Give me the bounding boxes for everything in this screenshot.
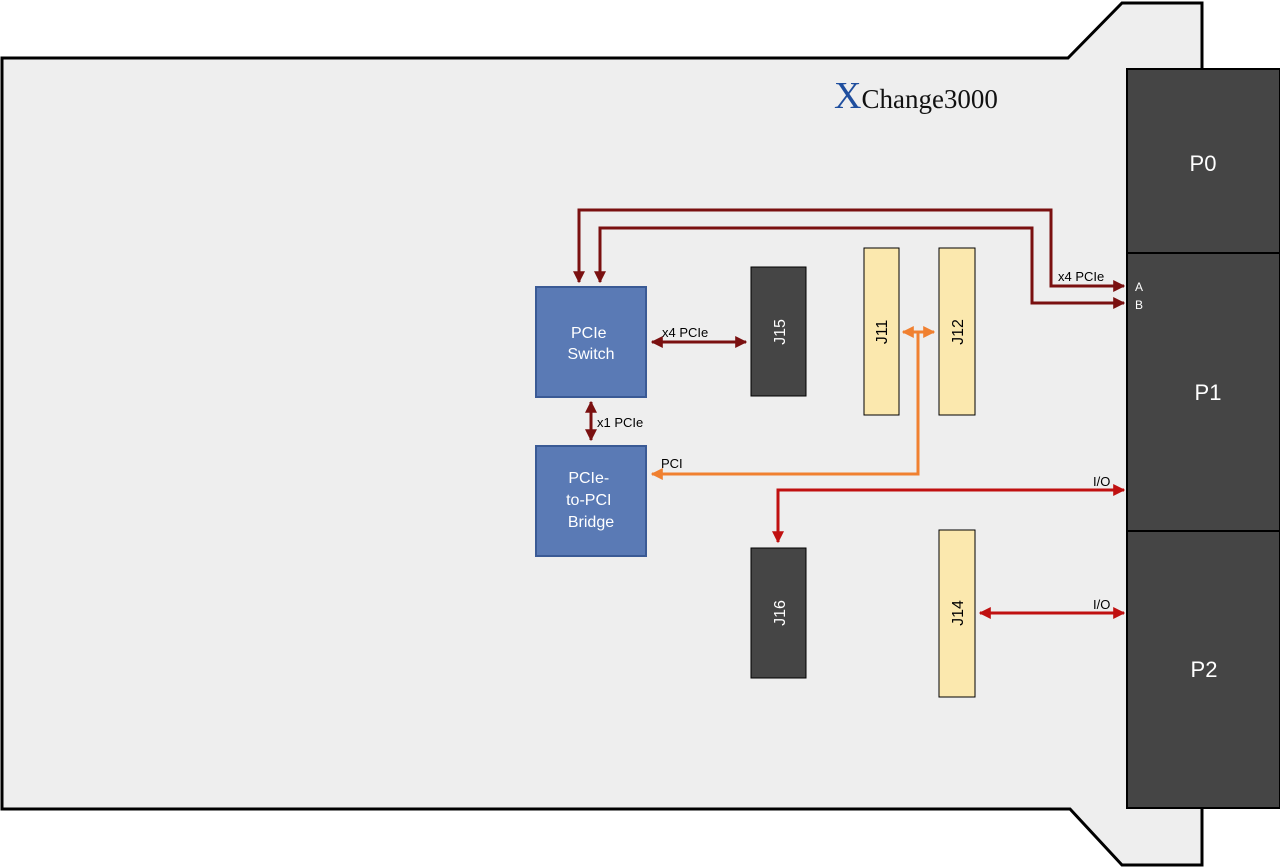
header-j14: J14 — [938, 529, 976, 698]
title-x-letter: X — [834, 75, 861, 117]
connector-p0-label: P0 — [1190, 151, 1217, 176]
connector-p0: P0 — [1126, 68, 1280, 254]
board-title: XChange3000 — [834, 75, 998, 117]
switch-label-line2: Switch — [567, 346, 614, 363]
io-p1-label: I/O — [1093, 474, 1110, 489]
j16-label: J16 — [772, 600, 789, 626]
header-j15: J15 — [750, 266, 807, 397]
pcie-to-pci-bridge-block: PCIe- to-PCI Bridge — [535, 445, 647, 557]
pcie-switch-block: PCIe Switch — [535, 286, 647, 398]
j11-label: J11 — [874, 320, 891, 345]
pin-b-label: B — [1135, 298, 1143, 312]
svg-text:PCIe Switch: PCIe Switch — [567, 325, 614, 363]
board-outline — [0, 1, 1204, 867]
pci-bus-link — [650, 332, 920, 480]
svg-text:PCIe- to-PCI Bridg: PCIe- to-PCI Bridge — [566, 470, 616, 531]
pin-a-label: A — [1135, 280, 1143, 294]
bridge-label-line1: PCIe- — [568, 470, 609, 487]
j12-label: J12 — [950, 319, 967, 345]
j14-label: J14 — [950, 600, 967, 626]
x1-pcie-label: x1 PCIe — [597, 415, 643, 430]
header-j11: J11 — [863, 247, 900, 416]
header-j12: J12 — [938, 247, 976, 416]
connector-p1: P1 — [1126, 252, 1280, 532]
j15-label: J15 — [772, 319, 789, 345]
bridge-label-line2: to-PCI — [566, 492, 611, 509]
header-j16: J16 — [750, 547, 807, 679]
connector-p2-label: P2 — [1191, 657, 1218, 682]
x4-pcie-top-label: x4 PCIe — [1058, 269, 1104, 284]
x4-pcie-switch-label: x4 PCIe — [662, 325, 708, 340]
connector-p1-label: P1 — [1195, 380, 1222, 405]
title-suffix: Change3000 — [861, 84, 997, 114]
pci-label: PCI — [661, 456, 683, 471]
io-p1-to-j16-link — [772, 484, 1126, 544]
bridge-label-line3: Bridge — [568, 514, 614, 531]
io-p2-label: I/O — [1093, 597, 1110, 612]
switch-label-line1: PCIe — [571, 325, 607, 342]
connector-p2: P2 — [1126, 530, 1280, 809]
pcie-link-b — [594, 226, 1126, 309]
